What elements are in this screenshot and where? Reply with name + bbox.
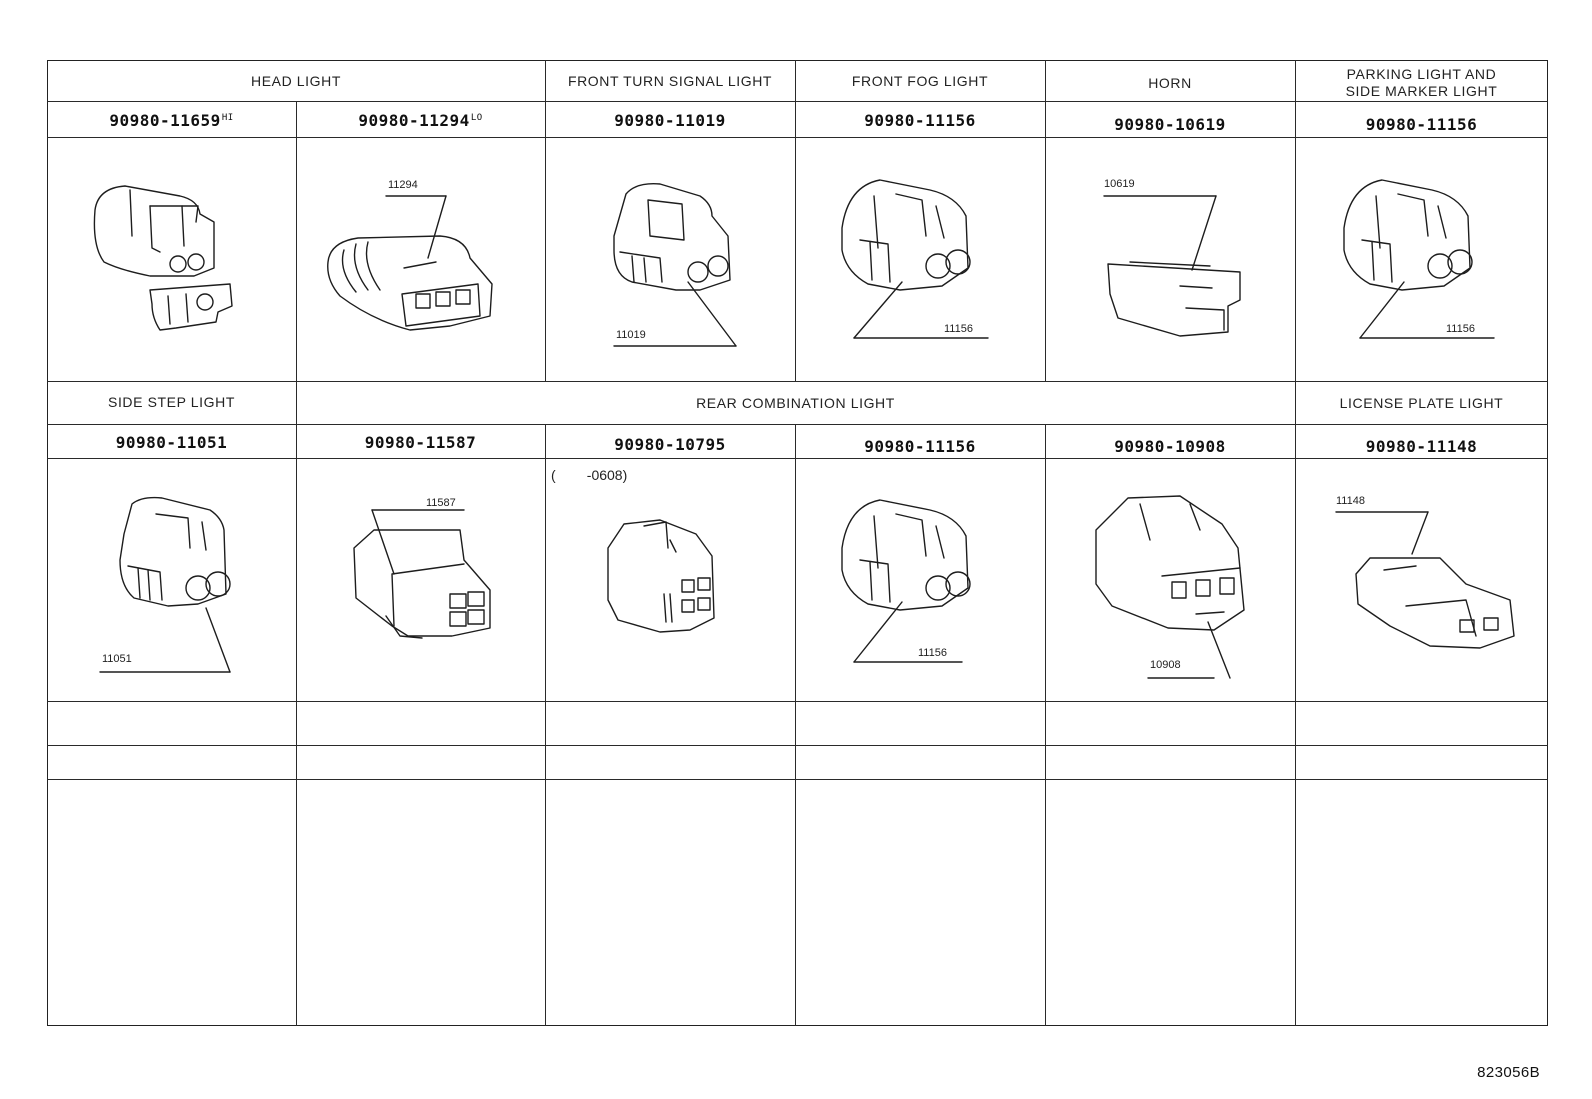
column-divider: [296, 381, 298, 424]
part-number-11156-parking: 90980-11156: [1365, 115, 1478, 134]
drawing-id: 823056B: [1477, 1064, 1540, 1081]
title-horn: HORN: [1148, 74, 1192, 91]
chart-border: [47, 60, 1548, 1026]
title-license-plate-light: LICENSE PLATE LIGHT: [1339, 394, 1504, 411]
title-head-light: HEAD LIGHT: [250, 72, 341, 89]
column-divider: [296, 424, 298, 1026]
title-rear-combination-light: REAR COMBINATION LIGHT: [696, 394, 895, 411]
column-divider: [545, 424, 547, 1026]
part-number-11156-rear: 90980-11156: [864, 437, 976, 456]
row-divider: [47, 701, 1548, 703]
part-number-10795: 90980-10795: [614, 435, 726, 454]
row-divider: [47, 101, 1548, 103]
column-divider: [1295, 60, 1297, 1026]
part-number-10908: 90980-10908: [1114, 437, 1226, 456]
row-divider: [47, 424, 1548, 426]
column-divider: [296, 101, 298, 381]
row-divider: [47, 137, 1548, 139]
part-number-11148: 90980-11148: [1365, 437, 1478, 456]
part-number-11294: 90980-11294LO: [296, 111, 545, 130]
column-divider: [795, 424, 797, 1026]
row-divider: [47, 745, 1548, 747]
part-number-text: 90980-11294: [358, 111, 470, 130]
title-parking-light: PARKING LIGHT AND SIDE MARKER LIGHT: [1295, 62, 1548, 104]
part-suffix: HI: [221, 112, 234, 123]
column-divider: [1045, 60, 1047, 381]
date-range-note: ( -0608): [551, 467, 628, 483]
part-number-11051: 90980-11051: [115, 433, 228, 452]
title-parking-line2: SIDE MARKER LIGHT: [1345, 83, 1498, 99]
title-parking-line1: PARKING LIGHT AND: [1346, 66, 1497, 82]
part-number-11587: 90980-11587: [364, 433, 477, 452]
column-divider: [795, 60, 797, 381]
part-number-text: 90980-11659: [109, 111, 221, 130]
part-suffix: LO: [470, 112, 483, 123]
row-divider: [47, 458, 1548, 460]
part-number-11659: 90980-11659HI: [47, 111, 296, 130]
title-front-fog-light: FRONT FOG LIGHT: [851, 72, 989, 89]
row-divider: [47, 381, 1548, 383]
row-divider: [47, 779, 1548, 781]
part-number-10619: 90980-10619: [1114, 115, 1226, 134]
column-divider: [545, 60, 547, 381]
part-number-11019: 90980-11019: [614, 111, 726, 130]
column-divider: [1045, 424, 1047, 1026]
title-front-turn-signal-light: FRONT TURN SIGNAL LIGHT: [567, 72, 773, 89]
part-number-11156: 90980-11156: [864, 111, 976, 130]
title-side-step-light: SIDE STEP LIGHT: [108, 393, 235, 410]
